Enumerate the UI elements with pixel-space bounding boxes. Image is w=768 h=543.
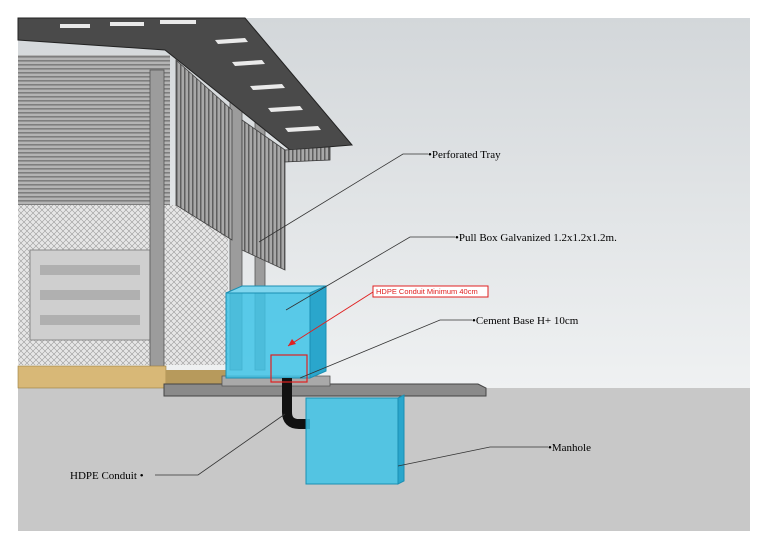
hdpe-minimum-label-box — [372, 285, 489, 298]
building-structure — [17, 17, 354, 389]
roof-gutter — [284, 146, 331, 163]
hdpe-conduit-pipe — [282, 378, 310, 429]
hdpe-conduit-label: HDPE Conduit • — [70, 470, 144, 482]
right-louver-panel — [175, 59, 233, 241]
manhole-label: •Manhole — [548, 442, 591, 454]
roof-skylights — [60, 20, 321, 132]
manhole — [305, 394, 405, 485]
sand-base — [17, 365, 167, 389]
left-louver-wall — [18, 55, 170, 205]
conduit-depth-marker — [270, 354, 308, 383]
perforated-tray-label: •Perforated Tray — [428, 149, 501, 161]
pull-box-label: •Pull Box Galvanized 1.2x1.2x1.2m. — [455, 232, 617, 244]
cement-base-label: •Cement Base H+ 10cm — [472, 315, 579, 327]
hdpe-minimum-label: HDPE Conduit Minimum 40cm — [376, 287, 478, 296]
callout-lines — [155, 153, 548, 476]
column — [149, 69, 165, 371]
cement-base — [163, 375, 487, 397]
pull-box — [225, 285, 327, 379]
